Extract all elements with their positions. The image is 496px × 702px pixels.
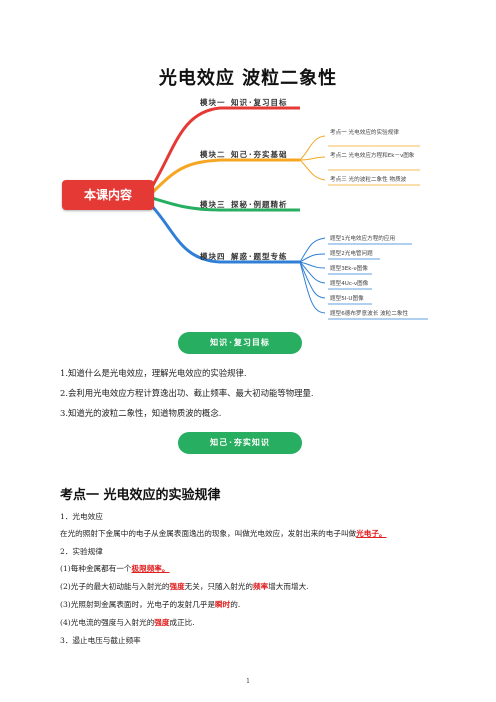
module4-item-4: 题型4Uc-ν图像 [330, 281, 369, 287]
mindmap-center: 本课内容 [62, 180, 154, 210]
rule-2-text-b: 无关，只随入射光的 [184, 582, 254, 591]
module4-item-3: 题型3Ek-ν图像 [330, 266, 368, 272]
paragraph-1-title: 1．光电效应 [60, 512, 103, 521]
term-intensity-2: 强度 [154, 618, 170, 627]
rule-2: (2)光子的最大初动能与入射光的强度无关，只随入射光的频率增大而增大. [60, 581, 309, 592]
rule-1-text: (1)每种金属都有一个 [60, 564, 132, 573]
goal-2: 2.会利用光电效应方程计算逸出功、截止频率、最大初动能等物理量. [60, 388, 314, 398]
rule-3-text-b: 的. [230, 600, 241, 609]
module2-item-3: 考点三 光的波粒二象性 物质波 [330, 177, 407, 183]
page-title: 光电效应 波粒二象性 [158, 68, 338, 89]
term-intensity: 强度 [169, 582, 185, 591]
paragraph-1: 在光的照射下金属中的电子从金属表面逸出的现象，叫做光电效应，发射出来的电子叫做光… [60, 528, 460, 539]
term-frequency: 频率 [253, 582, 269, 591]
module4-item-6: 题型6德布罗意波长 波粒二象性 [330, 311, 409, 317]
term-threshold-frequency: 极限频率。 [131, 564, 170, 573]
branch-module-1: 模块一 知识·复习目标 [200, 98, 288, 107]
module2-item-1: 考点一 光电效应的实验规律 [330, 130, 399, 136]
branch-module-3: 模块三 探秘·例题精析 [200, 200, 288, 209]
page-number: 1 [246, 678, 250, 685]
paragraph-3-title: 3．遏止电压与截止频率 [60, 636, 141, 645]
branch-module-4: 模块四 解惑·题型专练 [200, 252, 288, 261]
rule-3: (3)光照射到金属表面时，光电子的发射几乎是瞬时的. [60, 599, 240, 610]
branch-line-2 [150, 158, 300, 195]
term-instantaneous: 瞬时 [215, 600, 231, 609]
rule-1: (1)每种金属都有一个极限频率。 [60, 563, 169, 574]
rule-2-text-a: (2)光子的最大初动能与入射光的 [60, 582, 170, 591]
module4-item-2: 题型2光电管问题 [330, 251, 373, 257]
paragraph-2-title: 2．实验规律 [60, 547, 103, 556]
branch-module-2: 模块二 知己·夯实基础 [200, 150, 288, 159]
rule-4: (4)光电流的强度与入射光的强度成正比. [60, 617, 195, 628]
paragraph-1-text: 在光的照射下金属中的电子从金属表面逸出的现象，叫做光电效应，发射出来的电子叫做 [60, 529, 357, 538]
rule-4-text-b: 成正比. [169, 618, 195, 627]
term-photoelectron: 光电子。 [356, 529, 387, 538]
goal-3: 3.知道光的波粒二象性，知道物质波的概念. [60, 408, 222, 418]
module4-item-5: 题型5I-U图像 [330, 296, 364, 302]
rule-3-text-a: (3)光照射到金属表面时，光电子的发射几乎是 [60, 600, 216, 609]
section-heading: 考点一 光电效应的实验规律 [60, 488, 221, 503]
module2-item-2: 考点二 光电效应方程和Ek－ν图象 [330, 153, 415, 159]
pill-goals: 知识·复习目标 [178, 332, 302, 354]
rule-4-text-a: (4)光电流的强度与入射光的 [60, 618, 155, 627]
branch-line-4 [148, 202, 300, 264]
branch-line-1 [148, 106, 300, 191]
module4-item-1: 题型1光电效应方程的应用 [330, 236, 396, 242]
goal-1: 1.知道什么是光电效应，理解光电效应的实验规律. [60, 368, 247, 378]
branch-line-3 [151, 196, 300, 212]
rule-2-text-c: 增大而增大. [268, 582, 309, 591]
pill-basics: 知己·夯实知识 [178, 432, 302, 454]
